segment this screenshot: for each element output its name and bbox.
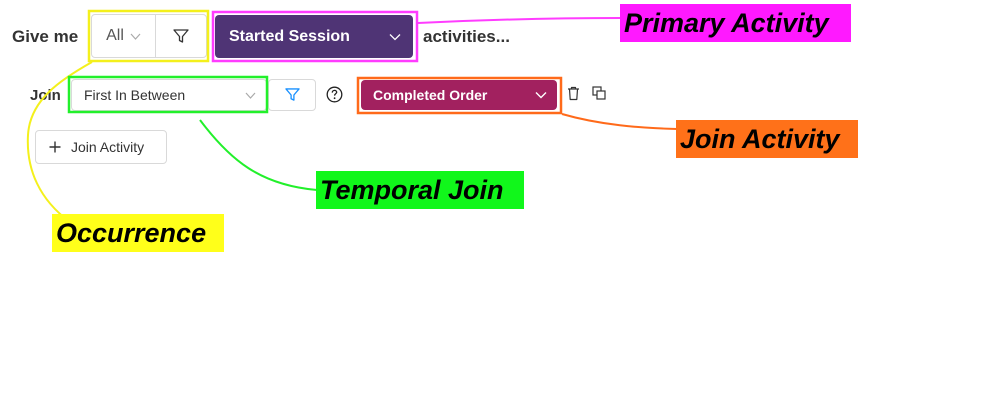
join-activity-select[interactable]: Completed Order — [361, 80, 557, 110]
join-label: Join — [30, 87, 61, 104]
join-activity-connector — [561, 113, 678, 130]
occurrence-control: All — [91, 14, 207, 58]
temporal-join-annotation: Temporal Join — [316, 171, 524, 209]
temporal-join-connector — [199, 119, 318, 191]
temporal-join-value: First In Between — [84, 87, 186, 103]
primary-activity-connector — [417, 17, 622, 24]
join-filter-button[interactable] — [268, 79, 316, 111]
occurrence-select[interactable]: All — [92, 15, 156, 57]
copy-icon[interactable] — [592, 86, 607, 105]
help-icon[interactable] — [326, 86, 343, 103]
join-activity-annotation: Join Activity — [676, 120, 858, 158]
trash-icon[interactable] — [567, 86, 580, 106]
add-join-activity-label: Join Activity — [71, 139, 145, 155]
occurrence-annotation: Occurrence — [52, 214, 224, 252]
occurrence-filter-button[interactable] — [156, 15, 206, 57]
occurrence-value: All — [106, 27, 124, 44]
chevron-down-icon — [535, 92, 547, 99]
add-join-activity-button[interactable]: Join Activity — [35, 130, 167, 164]
chevron-down-icon — [245, 92, 256, 99]
activities-label: activities... — [423, 27, 510, 46]
primary-activity-annotation: Primary Activity — [620, 4, 851, 42]
plus-icon — [49, 141, 61, 153]
give-me-label: Give me — [12, 27, 79, 46]
chevron-down-icon — [389, 33, 401, 40]
chevron-down-icon — [130, 33, 141, 40]
filter-icon — [173, 28, 189, 43]
join-activity-value: Completed Order — [373, 87, 488, 103]
temporal-join-select[interactable]: First In Between — [71, 79, 267, 111]
filter-icon — [284, 88, 300, 101]
primary-activity-value: Started Session — [229, 27, 350, 45]
primary-activity-select[interactable]: Started Session — [215, 15, 413, 58]
